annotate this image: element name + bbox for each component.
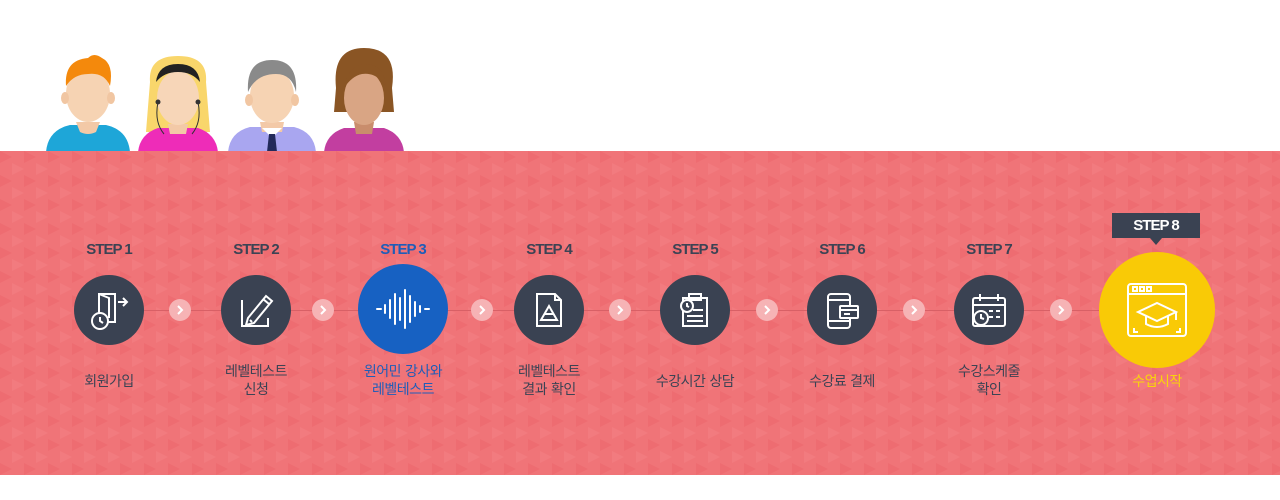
pencil-paper-icon (241, 294, 274, 327)
people-illustration (0, 0, 440, 152)
step-caption: 수강시간 상담 (655, 374, 735, 390)
person-brown-hair-icon (324, 48, 404, 152)
chevron-right-icon (471, 299, 493, 321)
step-circle (1099, 252, 1215, 368)
phone-card-icon (827, 293, 859, 329)
step-circle (807, 275, 877, 345)
person-orange-hair-icon (46, 55, 130, 152)
step-label: STEP 5 (672, 241, 718, 258)
step-label: STEP 1 (86, 241, 132, 258)
chevron-right-icon (169, 299, 191, 321)
step-circle (358, 264, 448, 354)
badge-pointer (1150, 238, 1162, 245)
door-exit-clock-icon (91, 293, 129, 330)
step-circle (74, 275, 144, 345)
step-circle (514, 275, 584, 345)
chevron-right-icon (609, 299, 631, 321)
step-label: STEP 2 (233, 241, 279, 258)
step-badge: STEP 8 (1112, 213, 1200, 245)
person-headset-icon (138, 56, 218, 152)
chevron-right-icon (1050, 299, 1072, 321)
step-label: STEP 3 (380, 241, 426, 258)
step-caption: 수업시작 (1132, 374, 1182, 390)
graduation-cap-window-icon (1127, 283, 1187, 337)
clipboard-clock-icon (680, 293, 708, 327)
step-circle (660, 275, 730, 345)
steps-connector-line (108, 310, 1108, 311)
chevron-right-icon (756, 299, 778, 321)
step-caption: 회원가입 (84, 374, 134, 390)
step-label: STEP 6 (819, 241, 865, 258)
step-label: STEP 7 (966, 241, 1012, 258)
step-label: STEP 4 (526, 241, 572, 258)
step-circle (954, 275, 1024, 345)
calendar-clock-icon (972, 294, 1006, 327)
document-chart-icon (536, 293, 562, 327)
step-caption: 수강료 결제 (809, 374, 875, 390)
chevron-right-icon (312, 299, 334, 321)
chevron-right-icon (903, 299, 925, 321)
band-triangle-pattern (0, 151, 1280, 475)
sound-wave-icon (376, 289, 430, 329)
step-circle (221, 275, 291, 345)
person-gray-hair-icon (228, 60, 316, 152)
